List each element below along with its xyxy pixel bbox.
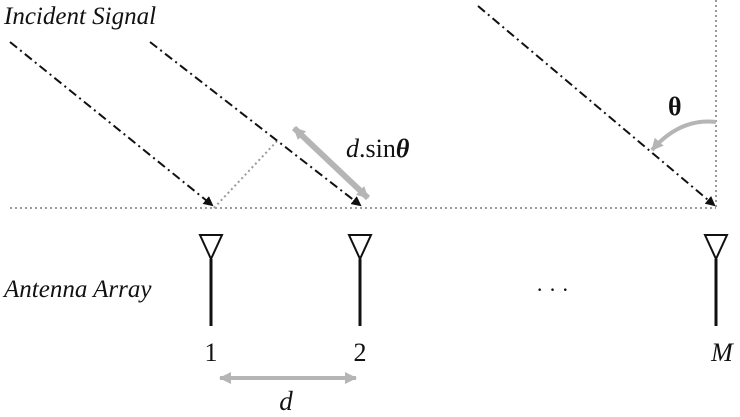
- angle-arc-arrow: [650, 119, 717, 152]
- antenna-1-label: 1: [205, 338, 218, 367]
- angle-label: θ: [668, 92, 682, 121]
- antenna-2: [347, 234, 373, 326]
- spacing-label: d: [279, 386, 293, 416]
- incident-ray-m: [477, 5, 716, 207]
- path-difference-arrow: [291, 125, 371, 201]
- incident-signal-label: Incident Signal: [3, 3, 156, 30]
- antenna-array-label: Antenna Array: [2, 276, 152, 303]
- antenna-m-label: M: [710, 338, 734, 367]
- incident-ray-2: [149, 41, 362, 207]
- antenna-m: [703, 234, 729, 326]
- antenna-2-icon: [347, 234, 373, 262]
- path-difference-label: d.sinθ: [346, 134, 410, 163]
- antenna-1-icon: [198, 234, 224, 262]
- ellipsis: · · ·: [536, 277, 569, 302]
- incident-ray-1: [9, 41, 214, 207]
- wavefront-line: [213, 139, 279, 209]
- antenna-1: [198, 234, 224, 326]
- antenna-m-icon: [703, 234, 729, 262]
- antenna-2-label: 2: [354, 338, 367, 367]
